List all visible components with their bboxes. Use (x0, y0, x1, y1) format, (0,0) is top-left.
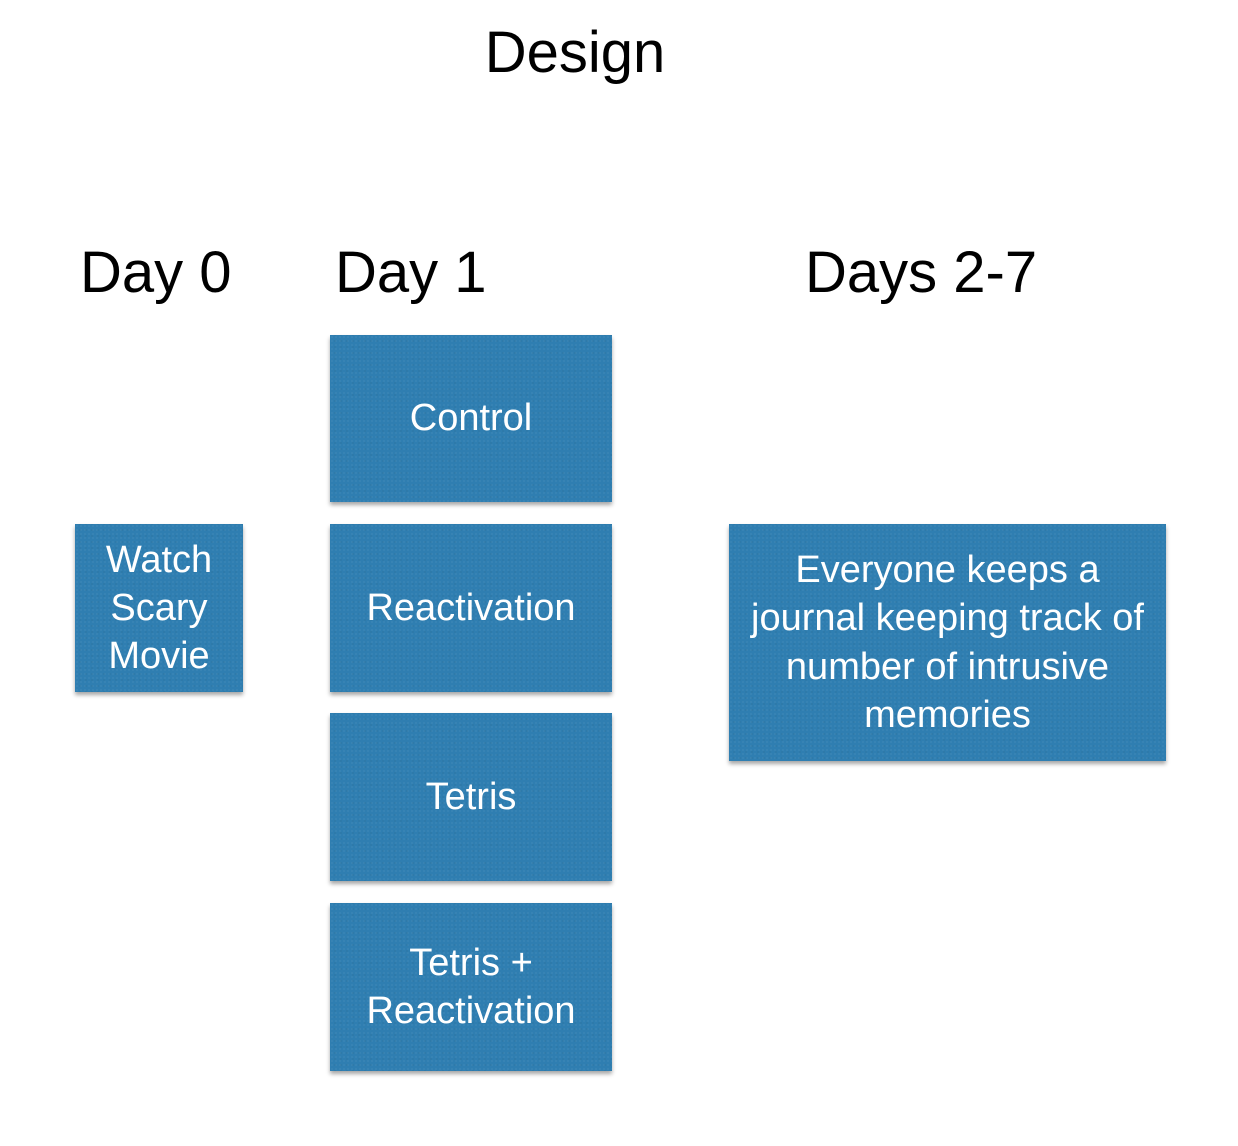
journal-label: Everyone keeps a journal keeping track o… (751, 549, 1144, 736)
tetris-reactivation-label: Tetris + Reactivation (366, 941, 576, 1032)
tetris-box: Tetris (330, 713, 612, 881)
reactivation-box: Reactivation (330, 524, 612, 692)
tetris-reactivation-box: Tetris + Reactivation (330, 903, 612, 1071)
day1-heading: Day 1 (335, 240, 487, 305)
control-label: Control (409, 397, 533, 440)
control-box: Control (330, 335, 612, 502)
journal-box: Everyone keeps a journal keeping track o… (729, 524, 1166, 761)
reactivation-label: Reactivation (366, 586, 576, 629)
days2to7-heading: Days 2-7 (805, 240, 1038, 305)
watch-scary-movie-box: Watch Scary Movie (75, 524, 243, 692)
day0-heading: Day 0 (80, 240, 232, 305)
watch-scary-movie-label: Watch Scary Movie (105, 538, 213, 678)
tetris-label: Tetris (425, 775, 517, 818)
diagram-title: Design (484, 20, 666, 85)
